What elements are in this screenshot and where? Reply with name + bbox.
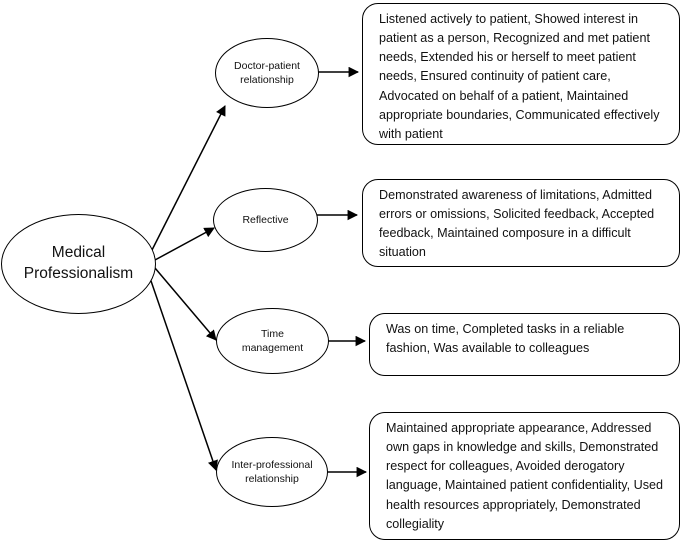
branch-node-doctor-patient: Doctor-patient relationship	[215, 38, 319, 108]
branch-label-time-management: Time management	[241, 327, 304, 354]
arrow-root-to-time-management	[154, 267, 217, 341]
branch-node-time-management: Time management	[216, 308, 329, 374]
arrow-root-to-reflective	[154, 227, 215, 261]
detail-text-interprofessional: Maintained appropriate appearance, Addre…	[386, 421, 664, 531]
arrow-root-to-doctor-patient	[150, 105, 226, 253]
detail-box-time-management: Was on time, Completed tasks in a reliab…	[369, 313, 680, 376]
branch-label-interprofessional: Inter-professional relationship	[231, 458, 313, 485]
detail-text-doctor-patient: Listened actively to patient, Showed int…	[379, 12, 660, 141]
detail-text-reflective: Demonstrated awareness of limitations, A…	[379, 188, 655, 260]
detail-box-interprofessional: Maintained appropriate appearance, Addre…	[369, 412, 680, 540]
root-label: Medical Professionalism	[23, 244, 134, 282]
detail-box-reflective: Demonstrated awareness of limitations, A…	[362, 179, 680, 267]
branch-label-reflective: Reflective	[242, 213, 289, 226]
arrow-root-to-interprofessional	[149, 277, 218, 471]
branch-label-doctor-patient: Doctor-patient relationship	[234, 59, 300, 86]
detail-box-doctor-patient: Listened actively to patient, Showed int…	[362, 3, 680, 145]
branch-node-reflective: Reflective	[213, 188, 318, 252]
branch-node-interprofessional: Inter-professional relationship	[216, 437, 328, 507]
root-node: Medical Professionalism	[1, 214, 156, 314]
detail-text-time-management: Was on time, Completed tasks in a reliab…	[386, 322, 625, 356]
